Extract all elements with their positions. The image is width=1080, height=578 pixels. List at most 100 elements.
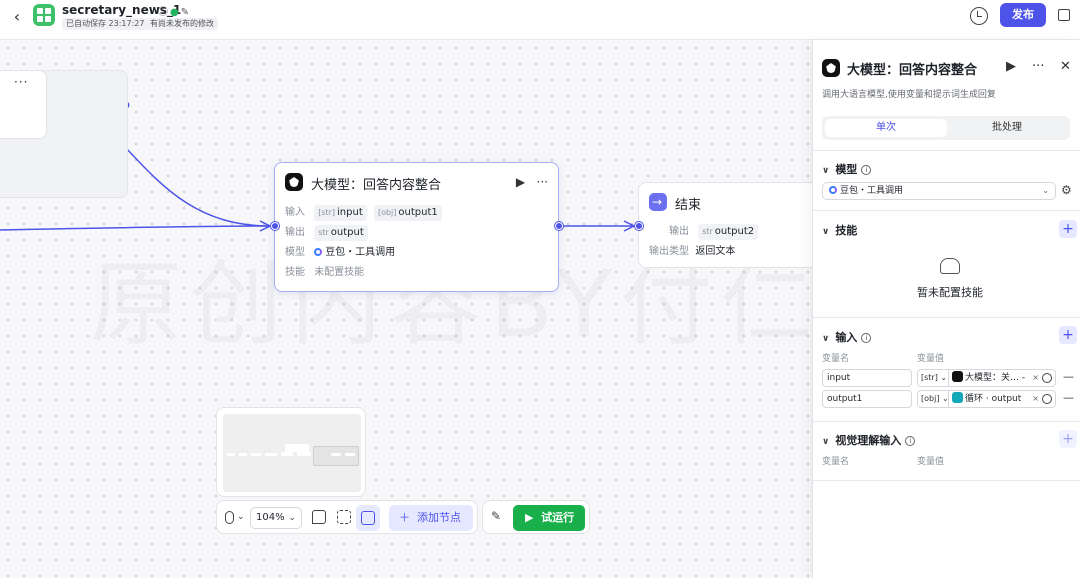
minimap-icon: [361, 511, 375, 525]
clear-icon[interactable]: ×: [1032, 394, 1039, 403]
gear-icon[interactable]: ⚙: [1061, 183, 1072, 197]
end-node-title: 结束: [675, 198, 702, 213]
input-label: 输入: [285, 207, 305, 218]
panel-title[interactable]: 大模型：回答内容整合: [847, 63, 978, 78]
llm-icon: [285, 173, 303, 191]
output-type-value: 返回文本: [695, 246, 736, 257]
var-name-input[interactable]: input: [822, 369, 912, 387]
minimap-viewport[interactable]: [313, 446, 359, 466]
more-icon[interactable]: ···: [14, 75, 29, 89]
add-input-button[interactable]: +: [1059, 326, 1077, 344]
test-run-button[interactable]: ▶ 试运行: [513, 505, 585, 531]
title-status-icons[interactable]: ⓘ●✎: [158, 3, 191, 18]
minimap-node: [331, 453, 341, 456]
plus-icon: ＋: [399, 511, 410, 524]
add-node-button[interactable]: ＋ 添加节点: [389, 505, 473, 531]
chevron-down-icon[interactable]: ∨: [822, 166, 830, 176]
wrench-icon[interactable]: ✎: [491, 509, 502, 523]
minimap-node: [251, 453, 261, 456]
var-name: output2: [714, 226, 755, 237]
minimap-node: [281, 452, 293, 456]
edit-icon[interactable]: ✎: [180, 7, 192, 18]
play-icon[interactable]: ▶: [515, 175, 526, 189]
var-type-select[interactable]: [obj] ⌄: [917, 390, 949, 408]
output-label: 输出: [669, 226, 689, 237]
chevron-down-icon[interactable]: ⌄: [237, 512, 245, 522]
more-icon[interactable]: ···: [536, 175, 548, 189]
chevron-down-icon[interactable]: ∨: [822, 334, 830, 344]
app-title: secretary_news_1: [62, 3, 182, 17]
layout-icon[interactable]: [337, 510, 351, 524]
target-icon[interactable]: [1042, 373, 1052, 383]
doubao-icon: [829, 186, 837, 194]
remove-row-icon[interactable]: —: [1063, 391, 1074, 404]
loop-inner-node[interactable]: ···: [0, 70, 47, 139]
publish-button[interactable]: 发布: [1000, 3, 1046, 27]
tab-batch[interactable]: 批处理: [992, 122, 1022, 133]
run-mode-tabs: 单次 批处理: [822, 116, 1070, 140]
input-tag: [str]input: [314, 205, 367, 221]
history-icon[interactable]: [970, 7, 988, 25]
copy-icon[interactable]: [1058, 9, 1070, 21]
var-value-ref[interactable]: 循环 · output ×: [948, 390, 1056, 408]
var-type-select[interactable]: [str] ⌄: [917, 369, 949, 387]
top-bar: ‹ secretary_news_1 ⓘ●✎ 已自动保存 23:17:27 有尚…: [0, 0, 1080, 40]
var-name: output: [330, 227, 364, 238]
zoom-select[interactable]: 104% ⌄: [250, 507, 302, 529]
chevron-down-icon[interactable]: ∨: [822, 437, 830, 447]
comment-icon[interactable]: [312, 510, 326, 524]
var-value: 大模型：关… -: [965, 373, 1026, 383]
info-icon[interactable]: i: [905, 436, 916, 446]
play-icon[interactable]: ▶: [1006, 59, 1016, 74]
col-header-value: 变量值: [917, 457, 945, 467]
var-type: [obj]: [921, 394, 940, 403]
minimap-toggle[interactable]: [356, 505, 380, 531]
more-icon[interactable]: ···: [1032, 59, 1045, 74]
var-name-input[interactable]: output1: [822, 390, 912, 408]
workflow-canvas[interactable]: 原创内容BY付仁杰 ··· 大模型：回答内容整合 ▶ ··· 输入 [str]i…: [0, 40, 816, 578]
type-label: [str]: [318, 208, 336, 217]
var-value-ref[interactable]: 大模型：关… - ×: [948, 369, 1056, 387]
mouse-icon[interactable]: [225, 511, 234, 524]
info-icon[interactable]: i: [861, 333, 872, 343]
llm-node[interactable]: 大模型：回答内容整合 ▶ ··· 输入 [str]input [obj]outp…: [274, 162, 559, 292]
llm-node-actions: ▶ ···: [516, 175, 548, 189]
end-input-port[interactable]: [635, 222, 643, 230]
llm-output-port[interactable]: [555, 222, 563, 230]
var-name: input: [337, 207, 363, 218]
info-icon[interactable]: i: [861, 165, 872, 175]
add-vision-input-button[interactable]: +: [1059, 430, 1077, 448]
clear-icon[interactable]: ×: [1032, 373, 1039, 382]
remove-row-icon[interactable]: —: [1063, 370, 1074, 383]
edge-loop-to-llm: [125, 147, 271, 227]
divider: [813, 210, 1080, 211]
llm-input-port[interactable]: [271, 222, 279, 230]
tab-single[interactable]: 单次: [825, 119, 947, 137]
type-label: [obj]: [377, 208, 397, 217]
autosave-badge: 已自动保存 23:17:27: [62, 18, 149, 30]
model-select[interactable]: 豆包・工具调用 ⌄: [822, 182, 1056, 200]
close-icon[interactable]: ✕: [1060, 59, 1071, 74]
model-label: 模型: [285, 247, 305, 258]
target-icon[interactable]: [1042, 394, 1052, 404]
model-value: 豆包・工具调用: [840, 186, 904, 196]
minimap[interactable]: [216, 407, 366, 497]
col-header-name: 变量名: [822, 354, 850, 364]
skill-label: 技能: [285, 267, 305, 278]
chevron-down-icon[interactable]: ∨: [822, 227, 830, 237]
panel-description: 调用大语言模型,使用变量和提示词生成回复: [822, 90, 996, 100]
add-skill-button[interactable]: +: [1059, 220, 1077, 238]
info-icon[interactable]: ⓘ: [158, 7, 170, 18]
back-icon[interactable]: ‹: [13, 7, 21, 26]
minimap-node: [265, 453, 277, 456]
section-label: 技能: [835, 224, 858, 237]
skills-section-title[interactable]: ∨ 技能: [822, 222, 857, 238]
section-label: 输入: [835, 331, 858, 344]
node-settings-panel: 大模型：回答内容整合 ▶ ··· ✕ 调用大语言模型,使用变量和提示词生成回复 …: [812, 40, 1080, 578]
